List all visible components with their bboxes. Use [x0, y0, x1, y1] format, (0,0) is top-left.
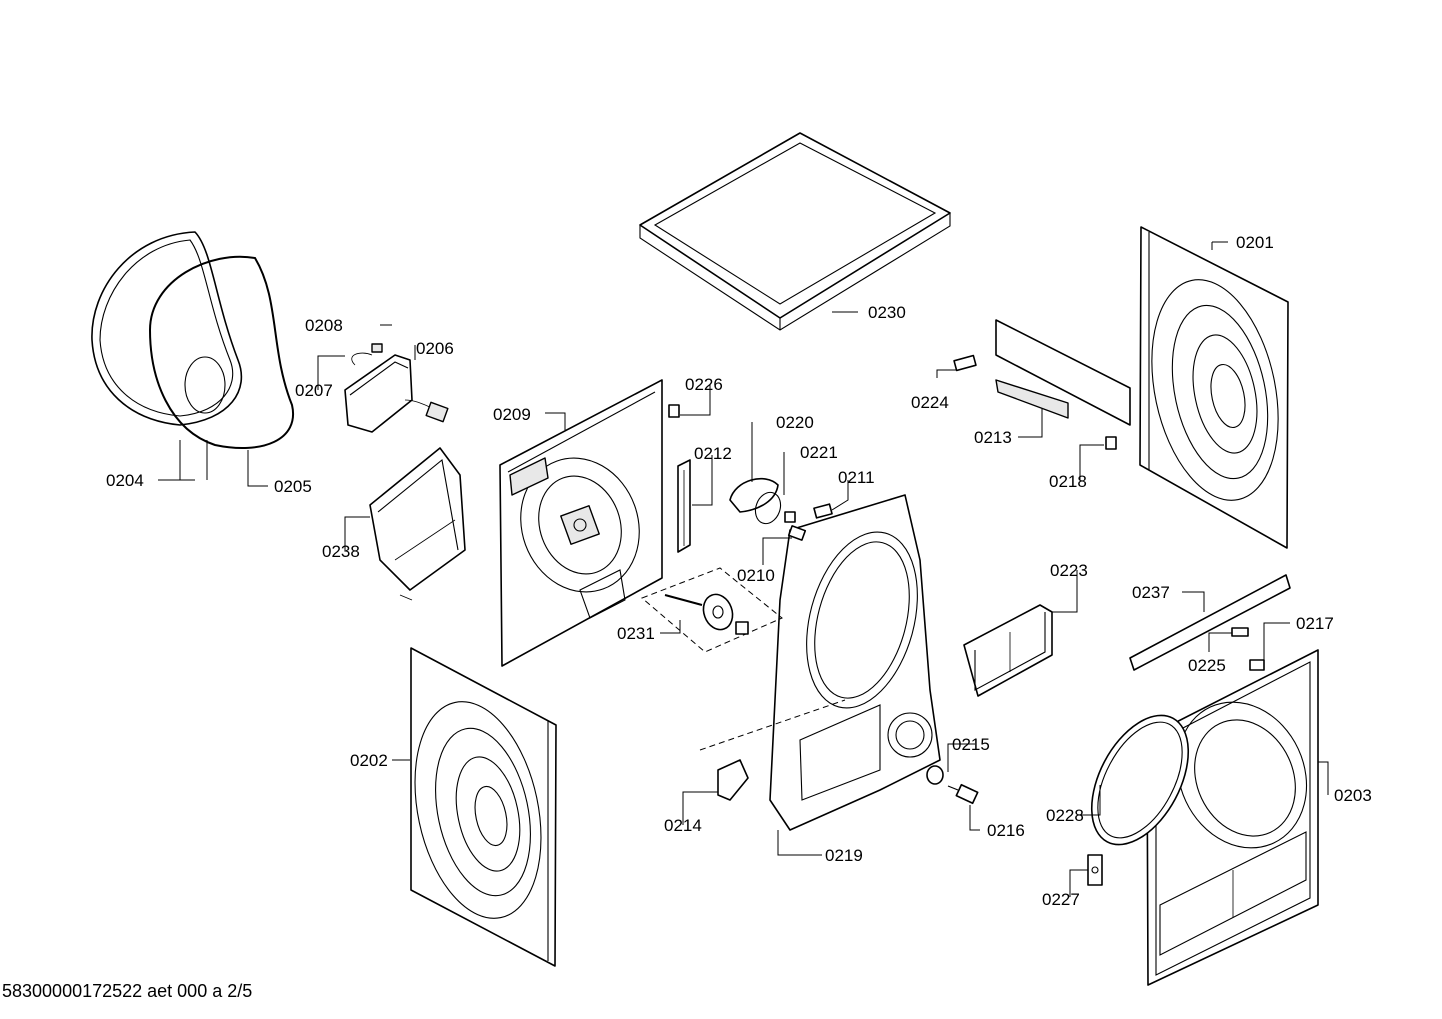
part-0225-clip [1231, 627, 1249, 637]
part-0203-front-panel [1146, 649, 1319, 986]
part-0226-clip [668, 404, 680, 418]
part-0216-sensor [947, 783, 979, 805]
label-0227: 0227 [1042, 890, 1080, 909]
label-0230: 0230 [868, 303, 906, 322]
label-0228: 0228 [1046, 806, 1084, 825]
label-0237: 0237 [1132, 583, 1170, 602]
label-0205: 0205 [274, 477, 312, 496]
part-0204-drum-seal-assembly [91, 231, 243, 426]
label-0202: 0202 [350, 751, 388, 770]
part-0214-lock [717, 759, 749, 801]
part-0221-ring [754, 491, 782, 525]
label-0213: 0213 [974, 428, 1012, 447]
label-0204: 0204 [106, 471, 144, 490]
label-0231: 0231 [617, 624, 655, 643]
leader-lines [158, 241, 1329, 897]
part-0231-pulley [641, 567, 783, 653]
part-0220-cover [729, 477, 779, 513]
drawing-number-footer: 58300000172522 aet 000 a 2/5 [2, 981, 253, 1001]
label-0221: 0221 [800, 443, 838, 462]
label-0211: 0211 [838, 468, 875, 487]
part-0209-rear-wall [499, 379, 663, 667]
label-0219: 0219 [825, 846, 863, 865]
part-0201-side-panel-right [1139, 226, 1289, 549]
label-0215: 0215 [952, 735, 990, 754]
label-0209: 0209 [493, 405, 531, 424]
label-0225: 0225 [1188, 656, 1226, 675]
label-0212: 0212 [694, 444, 732, 463]
part-0218-clip [1105, 436, 1117, 450]
label-0217: 0217 [1296, 614, 1334, 633]
label-0220: 0220 [776, 413, 814, 432]
part-0215-knob [926, 765, 944, 785]
label-0201: 0201 [1236, 233, 1274, 252]
part-0219-bearing-shield [769, 494, 941, 831]
label-0210: 0210 [737, 566, 775, 585]
label-0208: 0208 [305, 316, 343, 335]
part-labels: 0201 0230 0208 0206 0207 0226 0224 0209 … [106, 233, 1372, 909]
part-0213-control-bar [995, 319, 1131, 426]
part-0212-bracket [677, 459, 691, 553]
part-0238-air-duct [369, 447, 466, 601]
part-0223-fluff-filter [963, 604, 1053, 697]
part-0211-connector [813, 503, 833, 519]
part-0202-side-panel-left [410, 647, 557, 967]
label-0214: 0214 [664, 816, 702, 835]
label-0223: 0223 [1050, 561, 1088, 580]
part-0237-strip [1129, 574, 1291, 671]
label-0238: 0238 [322, 542, 360, 561]
label-0216: 0216 [987, 821, 1025, 840]
label-0206: 0206 [416, 339, 454, 358]
label-0226: 0226 [685, 375, 723, 394]
part-0230-top-cover [639, 132, 951, 331]
label-0203: 0203 [1334, 786, 1372, 805]
assembly-dashed-line [699, 699, 846, 751]
part-0217-hinge [1249, 659, 1265, 671]
part-0206-module [344, 343, 449, 433]
part-0224-clip [953, 354, 977, 372]
part-0210-connector [784, 511, 807, 541]
part-0228-door-seal [1090, 714, 1190, 846]
part-0205-gasket [148, 255, 295, 449]
label-0218: 0218 [1049, 472, 1087, 491]
label-0207: 0207 [295, 381, 333, 400]
part-0227-catch [1087, 854, 1103, 886]
label-0224: 0224 [911, 393, 949, 412]
